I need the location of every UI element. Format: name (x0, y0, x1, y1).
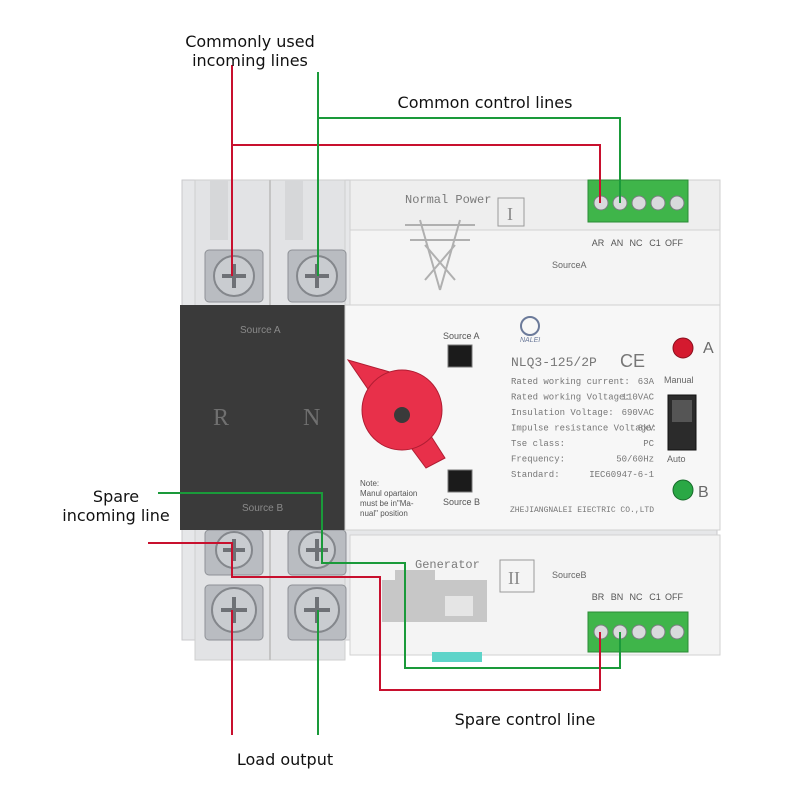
spec-value: 50/60Hz (616, 455, 654, 465)
wire-spare-incoming-green (158, 492, 323, 548)
company-text: ZHEJIANGNALEI EIECTRIC CO.,LTD (510, 506, 654, 515)
terminal-label: NC (630, 238, 643, 248)
indicator-b-label: B (698, 484, 709, 501)
generator-text: Generator (415, 558, 480, 572)
window-b-label: Source B (443, 497, 480, 507)
roman-two-text: II (508, 568, 520, 588)
model-text: NLQ3-125/2P (511, 355, 597, 370)
indicator-a-light (672, 337, 694, 359)
wire-common-control-an (318, 117, 621, 203)
generator-icon (382, 570, 487, 622)
spare-left-terminal-screw (204, 529, 264, 576)
terminal-label: C1 (649, 238, 661, 248)
spec-list: Rated working current: 63A Rated working V… (511, 377, 657, 480)
power-pylon-icon (405, 219, 475, 291)
dark-panel-source-a: Source A (240, 325, 281, 336)
brand-text: NALEI (520, 337, 540, 344)
dark-panel-source-b: Source B (242, 503, 283, 514)
callout-spare-control-line: Spare control line (454, 710, 596, 729)
load-left-terminal-screw (204, 584, 264, 641)
top-control-terminal-block (587, 179, 689, 223)
top-left-terminal-screw (204, 249, 264, 303)
callout-spare-incoming-line: Spare incoming line (62, 487, 170, 526)
spec-label: Standard: (511, 470, 560, 480)
upper-front-panel (349, 229, 721, 306)
manual-label: Manual (664, 375, 694, 385)
spec-label: Impulse resistance Voltage: (511, 424, 657, 434)
bottom-control-terminal-block (587, 611, 689, 653)
terminal-label: OFF (665, 592, 683, 602)
dark-panel-r: R (213, 405, 229, 431)
bottom-terminal-labels: BR BN NC C1 OFF (592, 592, 684, 602)
spare-right-terminal-screw (287, 529, 347, 576)
switch-knob[interactable] (672, 400, 692, 422)
indicator-a-label: A (703, 340, 714, 357)
note-line: Manul opartaion (360, 489, 417, 498)
callout-common-control-lines: Common control lines (397, 93, 573, 112)
section-one-box (497, 197, 525, 227)
wire-common-incoming-ar (231, 65, 601, 203)
normal-power-text: Normal Power (405, 193, 491, 207)
wire-spare-incoming-red (148, 542, 233, 548)
spec-value: PC (643, 439, 654, 449)
spec-value: 8kV (638, 424, 655, 434)
wire-spare-control-br (231, 548, 601, 691)
auto-label: Auto (667, 454, 686, 464)
rotary-handle[interactable] (346, 359, 446, 469)
callout-commonly-used-incoming: Commonly used incoming lines (185, 32, 315, 71)
spec-value: 690VAC (622, 408, 655, 418)
section-two-box (499, 559, 535, 593)
note-line: must be in"Ma- (360, 499, 414, 508)
source-b-plate-text: SourceB (552, 570, 587, 580)
terminal-label: NC (630, 592, 643, 602)
terminal-label: C1 (649, 592, 661, 602)
spec-value: 63A (638, 377, 655, 387)
terminal-label: BR (592, 592, 605, 602)
ce-mark: CE (620, 351, 645, 371)
spec-label: Rated working current: (511, 377, 630, 387)
roman-one-text: I (507, 204, 513, 224)
terminal-label: AN (611, 238, 624, 248)
spec-label: Tse class: (511, 439, 565, 449)
terminal-label: OFF (665, 238, 683, 248)
top-terminal-labels: AR AN NC C1 OFF (592, 238, 684, 248)
terminal-label: BN (611, 592, 624, 602)
source-a-window (447, 344, 473, 368)
brand-logo-icon (520, 316, 540, 336)
terminal-label: AR (592, 238, 605, 248)
spec-value: 110VAC (622, 393, 655, 403)
rib (210, 180, 228, 240)
source-b-window (447, 469, 473, 493)
indicator-b-light (672, 479, 694, 501)
spec-label: Rated working Voltage: (511, 393, 630, 403)
dark-panel-n: N (303, 405, 320, 431)
spec-label: Frequency: (511, 455, 565, 465)
din-rail-clip (432, 652, 482, 662)
note-line: nual" position (360, 509, 408, 518)
callout-load-output: Load output (236, 750, 334, 769)
rib (285, 180, 303, 240)
spec-value: IEC60947-6-1 (589, 470, 654, 480)
source-a-plate-text: SourceA (552, 260, 587, 270)
window-a-label: Source A (443, 331, 480, 341)
wire-spare-control-bn (321, 548, 621, 669)
note-line: Note: (360, 479, 379, 488)
spec-label: Insulation Voltage: (511, 408, 614, 418)
